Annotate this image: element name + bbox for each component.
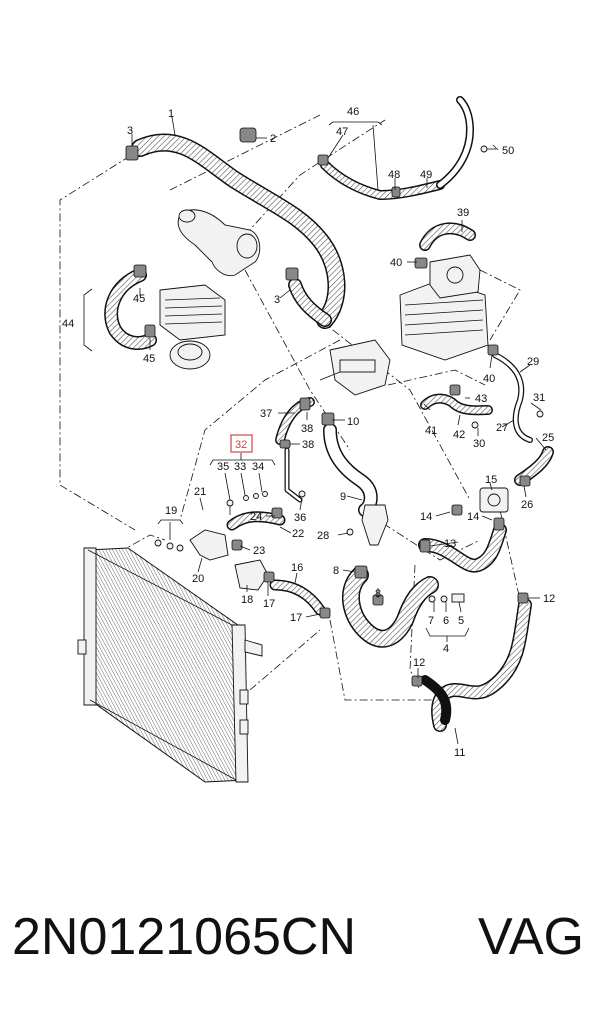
callout: 40 xyxy=(390,257,402,269)
callout: 20 xyxy=(192,573,204,585)
callout: 49 xyxy=(420,169,432,181)
callout: 45 xyxy=(143,353,155,365)
t-piece xyxy=(361,504,389,546)
callout: 25 xyxy=(542,432,554,444)
callout: 36 xyxy=(294,512,306,524)
hose-11 xyxy=(420,598,532,732)
callout: 18 xyxy=(241,594,253,606)
hose-9 xyxy=(323,423,378,517)
callout: 43 xyxy=(475,393,487,405)
callout: 19 xyxy=(165,505,177,517)
part-number: 2N0121065CN xyxy=(12,908,357,966)
callout: 23 xyxy=(253,545,265,557)
callout: 3 xyxy=(127,125,133,137)
callout: 13 xyxy=(444,538,456,550)
callout: 46 xyxy=(347,106,359,118)
callout: 38 xyxy=(301,423,313,435)
callout: 39 xyxy=(457,207,469,219)
callout: 8 xyxy=(375,588,381,600)
footer: 2N0121065CN VAG xyxy=(0,895,600,985)
hose-8 xyxy=(341,566,439,648)
hose-1 xyxy=(131,133,346,329)
callout: 17 xyxy=(290,612,302,624)
pipe-29 xyxy=(492,352,533,443)
callout: 37 xyxy=(260,408,272,420)
callout: 26 xyxy=(521,499,533,511)
control-valve xyxy=(479,487,509,513)
callout: 12 xyxy=(413,657,425,669)
callout: 30 xyxy=(473,438,485,450)
callout: 42 xyxy=(453,429,465,441)
callout: 47 xyxy=(336,126,348,138)
callout: 17 xyxy=(263,598,275,610)
hose-46 xyxy=(320,96,474,200)
callout: 48 xyxy=(388,169,400,181)
oil-cooler xyxy=(159,284,226,370)
callout: 32 xyxy=(235,439,247,451)
callout: 44 xyxy=(62,318,74,330)
brand-name: VAG xyxy=(478,908,584,966)
callout: 1 xyxy=(168,108,174,120)
callout: 2 xyxy=(270,133,276,145)
thermostat-housing xyxy=(177,209,261,277)
callout: 5 xyxy=(458,615,464,627)
hose-13 xyxy=(418,523,507,573)
callout: 31 xyxy=(533,392,545,404)
callout: 24 xyxy=(250,511,262,523)
callout: 4 xyxy=(443,643,449,655)
callout: 50 xyxy=(502,145,514,157)
callout: 7 xyxy=(428,615,434,627)
hose-39 xyxy=(419,222,476,251)
hose-clamps xyxy=(125,127,531,687)
callout: 14 xyxy=(420,511,432,523)
hose-41 xyxy=(420,393,493,416)
callout: 6 xyxy=(443,615,449,627)
bracket-18 xyxy=(189,529,269,591)
hose-16 xyxy=(269,579,326,616)
callout: 15 xyxy=(485,474,497,486)
callout: 35 xyxy=(217,461,229,473)
egr-cooler-module xyxy=(399,254,489,361)
callout: 12 xyxy=(543,593,555,605)
hose-44 xyxy=(104,268,157,350)
callout: 33 xyxy=(234,461,246,473)
callout: 8 xyxy=(333,565,339,577)
callout: 45 xyxy=(133,293,145,305)
callout: 28 xyxy=(317,530,329,542)
callout-32-highlight xyxy=(230,434,253,453)
water-pipe-junction xyxy=(319,339,391,396)
callout: 10 xyxy=(347,416,359,428)
hose-3b xyxy=(288,278,332,327)
callout: 9 xyxy=(340,491,346,503)
hose-22 xyxy=(226,511,286,531)
callout: 34 xyxy=(252,461,264,473)
callout: 11 xyxy=(454,747,465,759)
callout: 38 xyxy=(302,439,314,451)
callout: 22 xyxy=(292,528,304,540)
callout: 41 xyxy=(425,425,437,437)
callout: 27 xyxy=(496,422,508,434)
callout: 14 xyxy=(467,511,479,523)
callout: 16 xyxy=(291,562,303,574)
callout: 40 xyxy=(483,373,495,385)
callout-labels: 1 2 3 3 4 5 6 7 8 8 9 10 11 12 12 13 14 … xyxy=(62,106,555,759)
callout: 21 xyxy=(194,486,206,498)
radiator xyxy=(77,547,263,783)
bolts xyxy=(154,145,544,603)
leader-lines xyxy=(83,116,547,745)
callout: 3 xyxy=(274,294,280,306)
callout: 29 xyxy=(527,356,539,368)
pipe-32 xyxy=(284,447,303,503)
